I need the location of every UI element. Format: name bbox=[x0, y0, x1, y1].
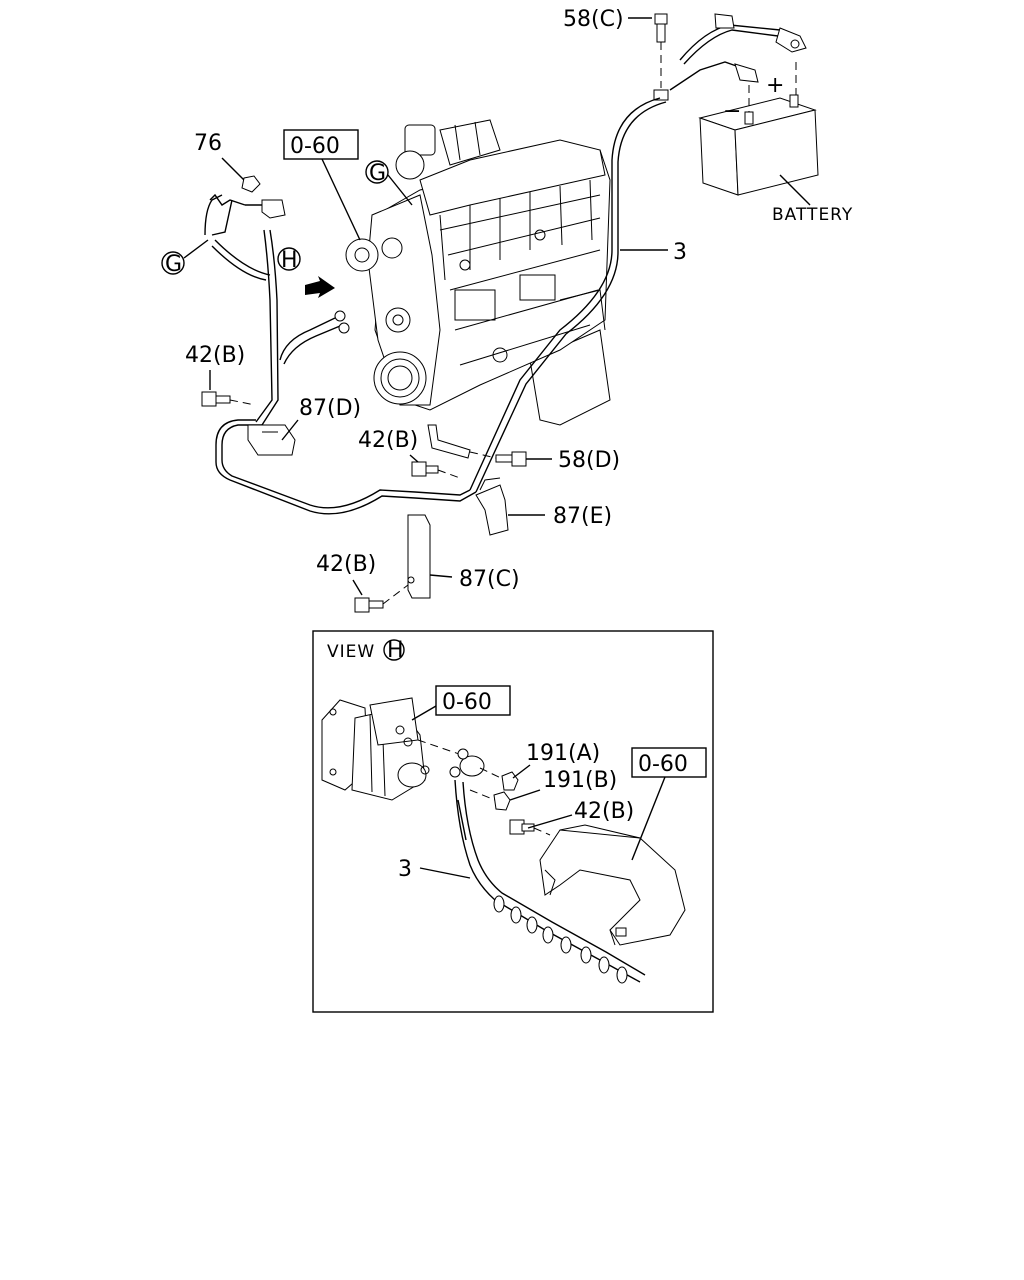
bracket-small bbox=[427, 424, 471, 459]
bracket-87d bbox=[247, 424, 296, 456]
ref-box-0-60-top bbox=[283, 129, 359, 160]
ground-harness bbox=[204, 193, 350, 426]
callout-58d: 58(D) bbox=[558, 448, 620, 473]
callout-58c: 58(C) bbox=[563, 7, 624, 32]
callout-191b: 191(B) bbox=[543, 768, 617, 793]
ref-0-60-top: 0-60 bbox=[290, 134, 340, 159]
callout-42b-mid: 42(B) bbox=[358, 428, 418, 453]
marker-g-engine-circle bbox=[365, 160, 389, 184]
marker-g-left: G bbox=[165, 252, 182, 277]
marker-g-engine: G bbox=[369, 161, 386, 186]
ref-box-0-60-view-b bbox=[631, 747, 707, 778]
ref-box-0-60-view-a bbox=[435, 685, 511, 716]
marker-h-top: H bbox=[281, 248, 298, 273]
bracket-87e bbox=[475, 477, 509, 536]
callout-87d: 87(D) bbox=[299, 396, 361, 421]
engine-block bbox=[345, 119, 611, 426]
callout-76: 76 bbox=[194, 131, 222, 156]
starter-terminal bbox=[449, 748, 485, 778]
ref-0-60-view-a: 0-60 bbox=[442, 690, 492, 715]
bracket-87c bbox=[407, 514, 431, 599]
battery-label: BATTERY bbox=[772, 205, 853, 225]
ref-0-60-view-b: 0-60 bbox=[638, 752, 688, 777]
nut-191b bbox=[493, 791, 511, 811]
callout-3-view: 3 bbox=[398, 857, 412, 882]
cable-3-view bbox=[454, 779, 646, 984]
view-arrow-icon bbox=[305, 276, 335, 298]
bracket-view bbox=[539, 824, 686, 946]
marker-g-left-circle bbox=[161, 251, 185, 275]
battery-negative-label: − bbox=[723, 99, 741, 124]
view-h-marker: H bbox=[387, 638, 404, 663]
callout-42b-left: 42(B) bbox=[185, 343, 245, 368]
callout-87e: 87(E) bbox=[553, 504, 612, 529]
bolt-58c bbox=[654, 13, 668, 88]
view-h-title: VIEW bbox=[327, 642, 375, 662]
callout-42b-low: 42(B) bbox=[316, 552, 376, 577]
bolt-58d bbox=[495, 451, 527, 467]
callout-42b-view: 42(B) bbox=[574, 799, 634, 824]
battery bbox=[698, 94, 819, 196]
callout-191a: 191(A) bbox=[526, 741, 600, 766]
battery-cable-harness bbox=[469, 13, 807, 493]
clip-76 bbox=[241, 175, 261, 193]
bolt-42b-left bbox=[201, 391, 231, 407]
bolt-42b-low bbox=[354, 597, 384, 613]
marker-h-top-circle bbox=[277, 247, 301, 271]
starter-motor bbox=[321, 697, 430, 801]
view-h-marker-circle bbox=[383, 639, 405, 661]
bolt-42b-mid bbox=[411, 461, 439, 477]
callout-87c: 87(C) bbox=[459, 567, 520, 592]
battery-positive-label: + bbox=[766, 73, 784, 98]
callout-3-top: 3 bbox=[673, 240, 687, 265]
